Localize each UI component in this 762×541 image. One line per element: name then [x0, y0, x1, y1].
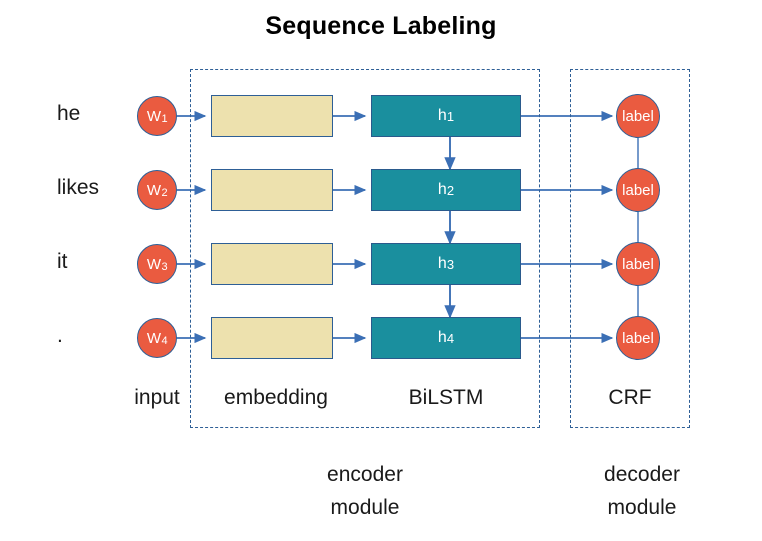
decoder-module-box: [570, 69, 690, 428]
token-node-4-base: W: [146, 329, 162, 347]
decoder-caption-line-2: module: [607, 496, 677, 519]
decoder-caption-line-1: decoder: [604, 463, 680, 486]
bilstm-box-4-subscript: 4: [446, 330, 455, 346]
encoder-module-caption: encoder module: [275, 458, 455, 524]
crf-label-node-4: label: [616, 316, 660, 360]
bilstm-box-2-subscript: 2: [446, 182, 455, 198]
input-word-3: it: [57, 250, 68, 273]
encoder-caption-line-2: module: [330, 496, 400, 519]
stage-label-bilstm: BiLSTM: [408, 386, 484, 409]
token-node-3-base: W: [146, 255, 162, 273]
input-word-2: likes: [57, 176, 100, 199]
embedding-box-2: [211, 169, 333, 211]
token-node-2-subscript: 2: [161, 186, 168, 199]
decoder-module-caption: decoder module: [552, 458, 732, 524]
bilstm-box-1-base: h: [437, 107, 447, 124]
crf-label-node-3: label: [616, 242, 660, 286]
bilstm-box-3-subscript: 3: [446, 256, 455, 272]
token-node-4-subscript: 4: [161, 334, 168, 347]
embedding-box-4: [211, 317, 333, 359]
encoder-module-box: [190, 69, 540, 428]
embedding-box-3: [211, 243, 333, 285]
crf-label-node-2: label: [616, 168, 660, 212]
token-node-3-subscript: 3: [161, 260, 168, 273]
token-node-1-base: W: [146, 107, 162, 125]
input-word-1: he: [57, 102, 81, 125]
bilstm-box-1-subscript: 1: [446, 108, 455, 124]
stage-label-crf: CRF: [608, 386, 652, 409]
embedding-box-1: [211, 95, 333, 137]
bilstm-box-3-base: h: [437, 255, 447, 272]
encoder-caption-line-1: encoder: [327, 463, 403, 486]
token-node-2-base: W: [146, 181, 162, 199]
bilstm-box-4-base: h: [437, 329, 447, 346]
input-word-4: .: [57, 324, 63, 347]
page-title: Sequence Labeling: [265, 12, 497, 40]
stage-label-input: input: [134, 386, 180, 409]
stage-label-embedding: embedding: [224, 386, 328, 409]
bilstm-box-2-base: h: [437, 181, 447, 198]
token-node-1-subscript: 1: [161, 112, 168, 125]
crf-label-node-1: label: [616, 94, 660, 138]
